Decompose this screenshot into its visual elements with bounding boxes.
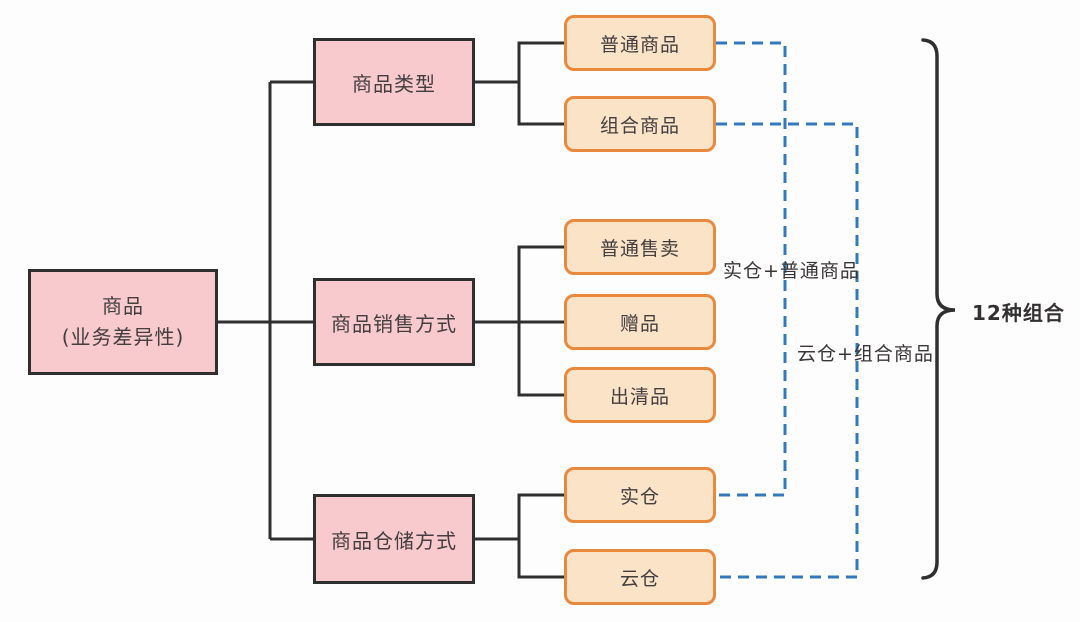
label-combination-count: 12种组合	[972, 301, 1065, 325]
curly-brace	[921, 38, 956, 580]
label-physical-plus-normal: 实仓+普通商品	[723, 260, 860, 282]
node-normal-product: 普通商品	[564, 15, 716, 71]
connector-type-children	[517, 41, 564, 126]
link-normal-product-physical-warehouse	[716, 41, 787, 497]
node-gift: 赠品	[564, 294, 716, 350]
combination-links	[716, 41, 859, 579]
node-root-text: 商品 (业务差异性)	[62, 291, 185, 353]
node-product-type: 商品类型	[313, 38, 475, 126]
connector-storage-children	[517, 493, 564, 579]
node-cloud-warehouse: 云仓	[564, 549, 716, 605]
node-clearance: 出清品	[564, 367, 716, 423]
node-sales-method: 商品销售方式	[313, 278, 475, 366]
tree-connectors	[218, 41, 564, 579]
node-combo-product: 组合商品	[564, 96, 716, 152]
root-subtitle: (业务差异性)	[61, 325, 185, 349]
node-storage-method: 商品仓储方式	[313, 494, 475, 584]
link-combo-product-cloud-warehouse	[716, 122, 859, 579]
node-normal-sale: 普通售卖	[564, 219, 716, 275]
label-cloud-plus-combo: 云仓+组合商品	[797, 343, 934, 365]
root-title: 商品	[101, 294, 144, 318]
node-root: 商品 (业务差异性)	[28, 269, 218, 375]
node-physical-warehouse: 实仓	[564, 467, 716, 523]
